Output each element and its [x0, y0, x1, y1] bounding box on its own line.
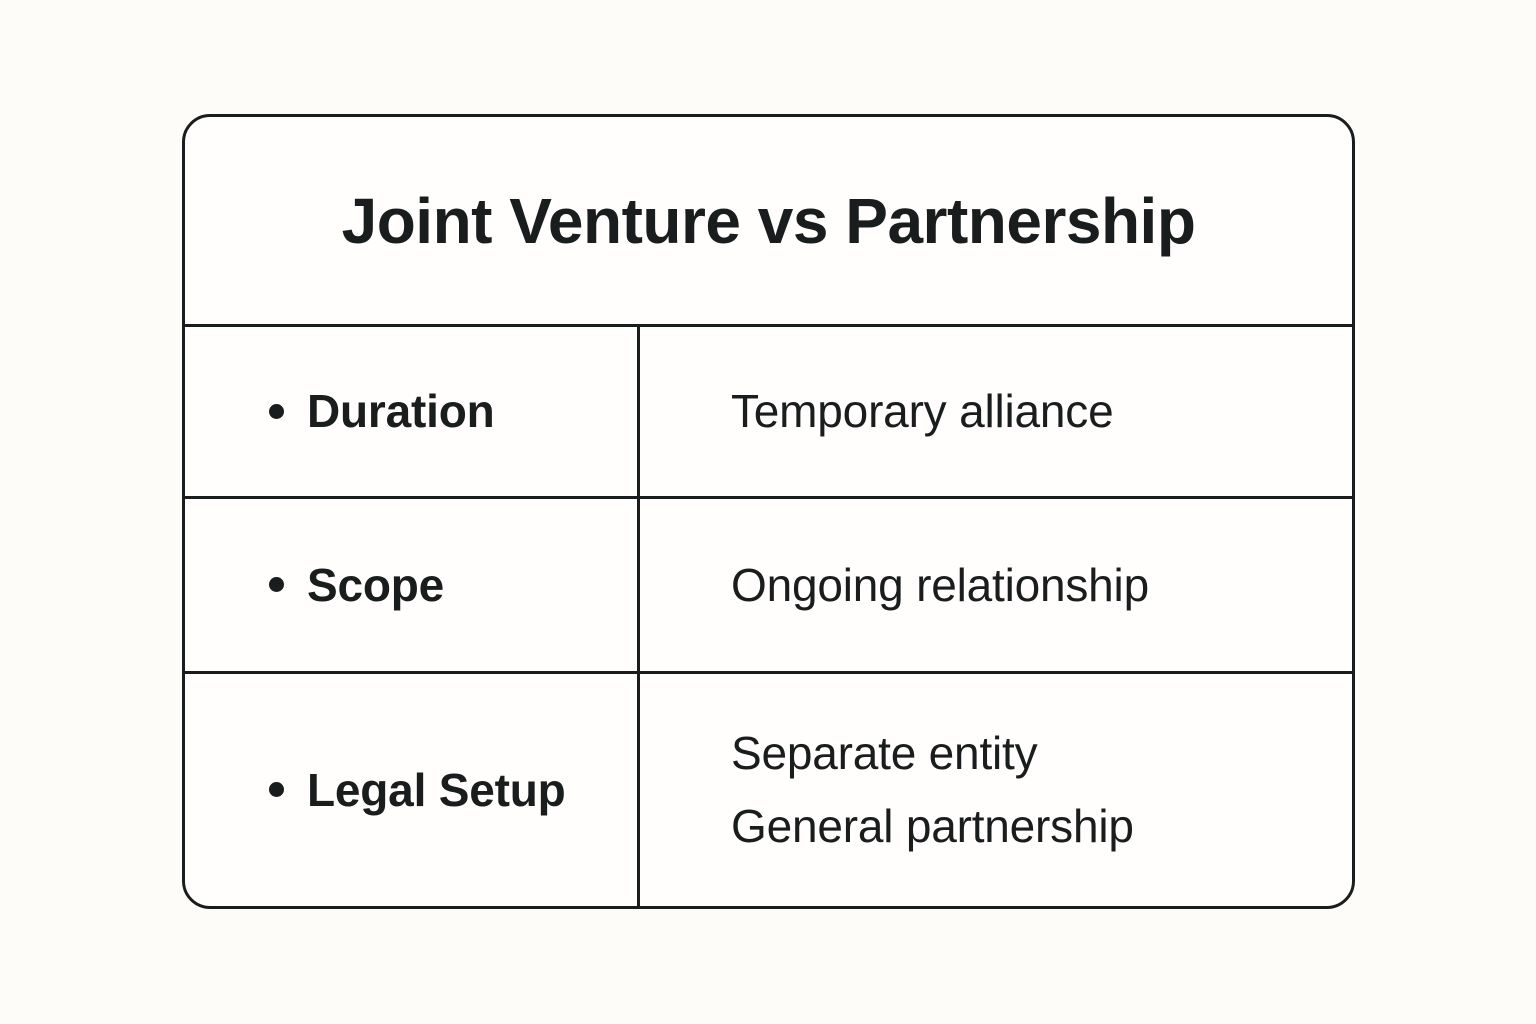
card-title-band: Joint Venture vs Partnership	[185, 117, 1352, 327]
table-cell-label: Scope	[185, 499, 640, 671]
row-value-line: Separate entity	[731, 727, 1038, 780]
row-value-line: Ongoing relationship	[731, 558, 1149, 611]
table-cell-value: Ongoing relationship	[640, 499, 1352, 671]
comparison-card: Joint Venture vs Partnership Duration Te…	[182, 114, 1355, 909]
bullet-icon	[269, 403, 284, 419]
table-row: Scope Ongoing relationship	[185, 499, 1352, 674]
row-value-line: General partnership	[731, 800, 1134, 852]
comparison-table: Duration Temporary alliance Scope Ongoin…	[185, 327, 1352, 906]
bullet-label-group: Scope	[269, 561, 444, 609]
table-row: Duration Temporary alliance	[185, 327, 1352, 499]
bullet-label-group: Legal Setup	[269, 766, 566, 814]
bullet-label-group: Duration	[269, 385, 495, 438]
page-title: Joint Venture vs Partnership	[341, 184, 1196, 257]
row-label: Duration	[307, 385, 495, 438]
row-label: Scope	[307, 558, 445, 611]
row-label: Legal Setup	[307, 763, 566, 816]
bullet-icon	[269, 577, 284, 593]
row-value-line: Temporary alliance	[731, 385, 1114, 438]
table-cell-value: Separate entity General partnership	[640, 674, 1352, 906]
table-cell-value: Temporary alliance	[640, 327, 1352, 496]
table-cell-label: Legal Setup	[185, 674, 640, 906]
table-cell-label: Duration	[185, 327, 640, 496]
bullet-icon	[269, 782, 284, 798]
table-row: Legal Setup Separate entity General part…	[185, 674, 1352, 906]
